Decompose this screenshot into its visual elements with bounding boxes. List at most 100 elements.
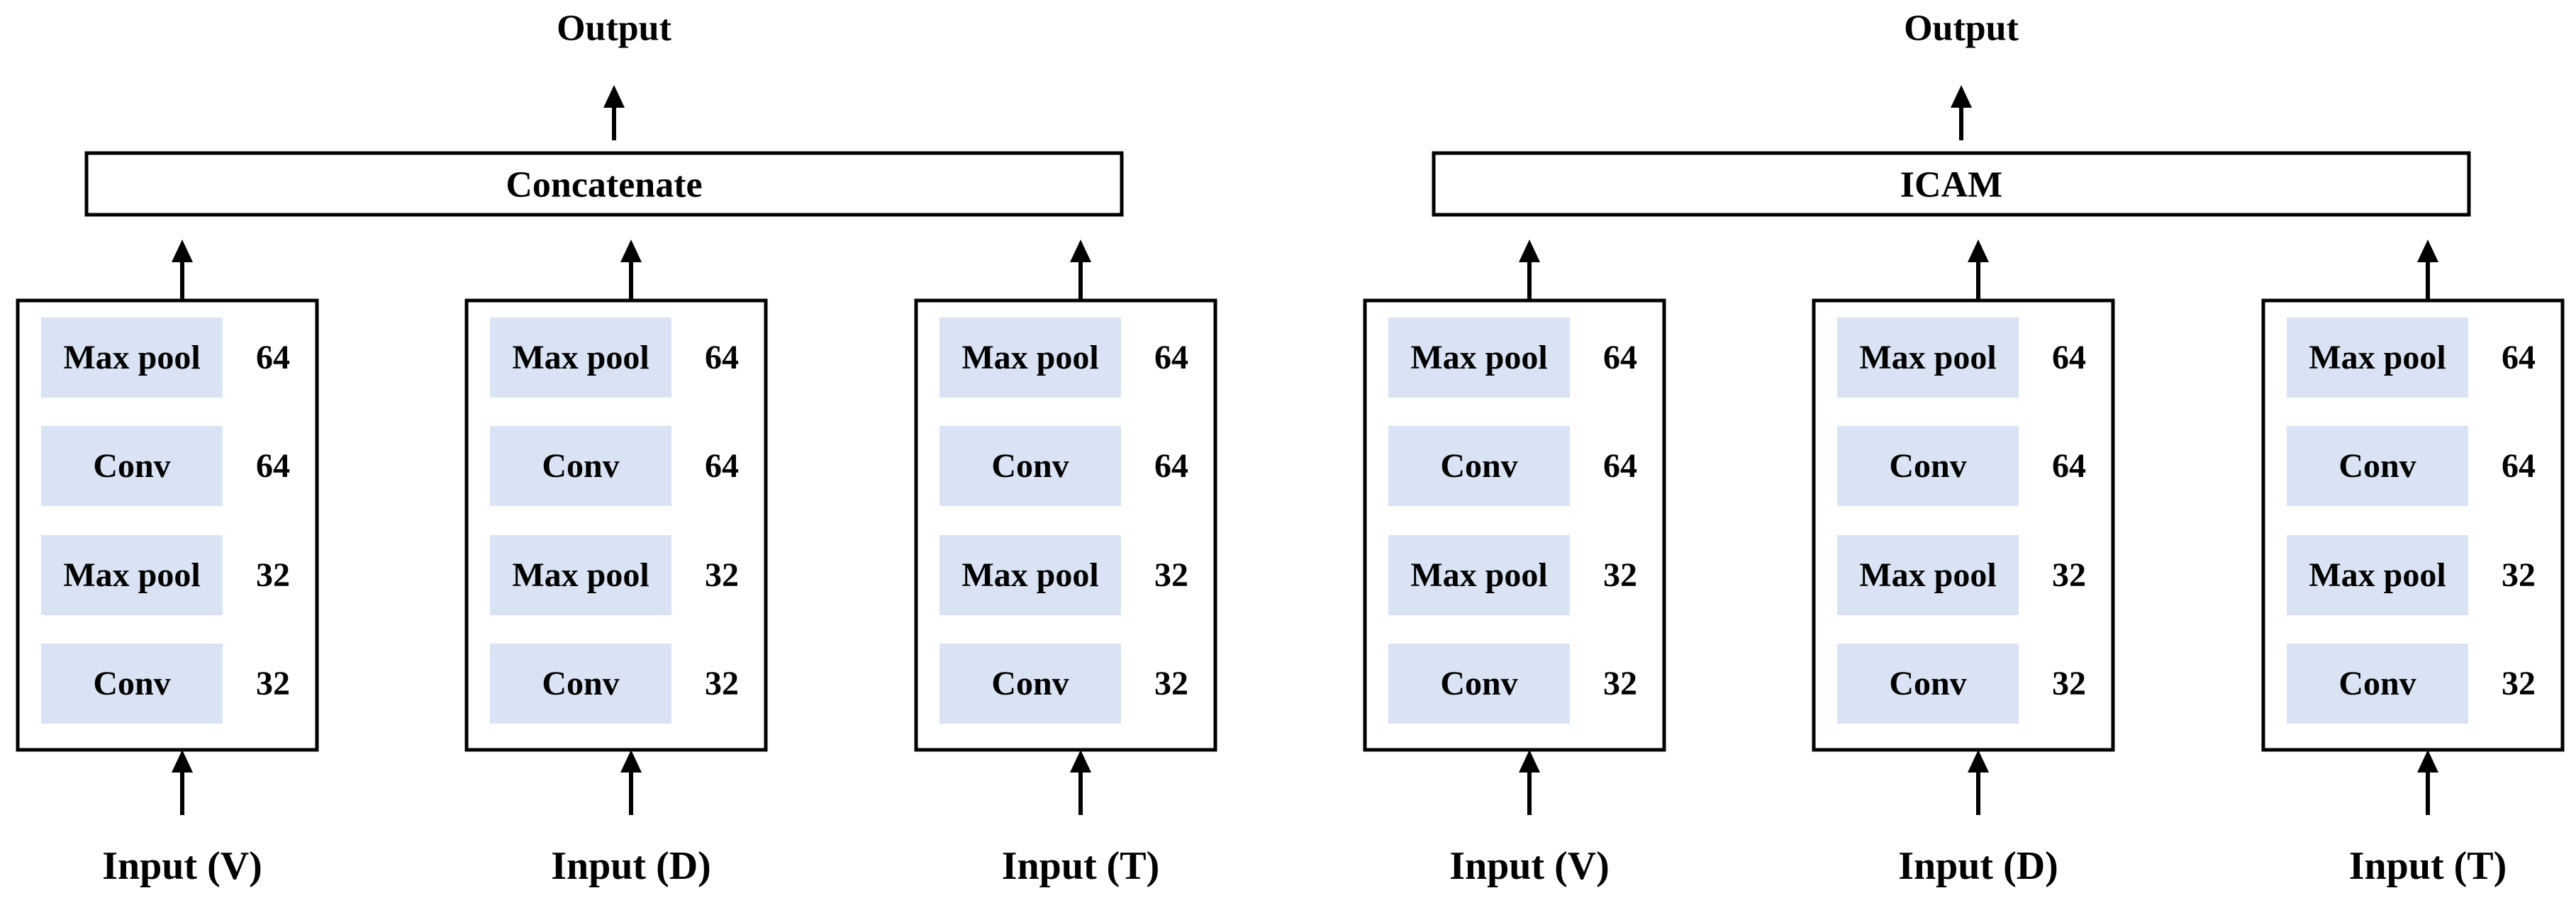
layer-cell [1837, 426, 2019, 506]
layer-name: Max pool [1410, 339, 1547, 376]
output-label: Output [1904, 9, 2019, 49]
branch-output-arrow [620, 240, 642, 300]
layer-cell [939, 644, 1121, 724]
output-arrow [1951, 85, 1972, 140]
layer-name: Conv [542, 665, 619, 702]
layer-name: Max pool [63, 339, 200, 376]
input-label: Input (V) [102, 844, 262, 888]
layer-cell [490, 644, 671, 724]
layer-size: 32 [1154, 665, 1188, 702]
layer-size: 32 [2502, 665, 2536, 702]
layer-cell [2287, 426, 2468, 506]
layer-cell [939, 318, 1121, 398]
layer-cell [2287, 535, 2468, 615]
branch-output-arrow [1070, 240, 1091, 300]
input-arrow [1968, 750, 1989, 815]
layer-name: Max pool [512, 556, 649, 594]
layer-size: 64 [705, 339, 739, 376]
layer-size: 64 [1154, 447, 1188, 485]
layer-size: 64 [1603, 339, 1637, 376]
layer-name: Conv [991, 447, 1069, 485]
layer-cell [1388, 426, 1570, 506]
layer-cell [490, 318, 671, 398]
layer-cell [41, 535, 223, 615]
input-label: Input (T) [1002, 844, 1160, 888]
layer-cell [1837, 535, 2019, 615]
layer-cell [1388, 644, 1570, 724]
layer-size: 64 [1603, 447, 1637, 485]
layer-cell [490, 426, 671, 506]
layer-size: 32 [1603, 556, 1637, 594]
branch-output-arrow [1519, 240, 1540, 300]
layer-name: Conv [93, 447, 170, 485]
layer-name: Max pool [63, 556, 200, 594]
layer-cell [1837, 644, 2019, 724]
input-arrow [172, 750, 193, 815]
layer-name: Max pool [961, 556, 1098, 594]
layer-name: Max pool [1859, 339, 1996, 376]
layer-size: 64 [1154, 339, 1188, 376]
layer-name: Conv [2338, 447, 2416, 485]
layer-name: Max pool [2309, 556, 2446, 594]
layer-size: 32 [256, 556, 290, 594]
input-arrow [1070, 750, 1091, 815]
input-label: Input (D) [1898, 844, 2058, 888]
layer-cell [41, 318, 223, 398]
branch-output-arrow [172, 240, 193, 300]
layer-name: Conv [1889, 665, 1966, 702]
input-arrow [620, 750, 642, 815]
layer-size: 32 [705, 556, 739, 594]
fusion-box [84, 151, 1124, 217]
branch-output-arrow [1968, 240, 1989, 300]
layer-name: Conv [1440, 447, 1517, 485]
input-arrow [1519, 750, 1540, 815]
layer-name: Conv [1440, 665, 1517, 702]
branch-output-arrow [2417, 240, 2438, 300]
layer-cell [1837, 318, 2019, 398]
input-label: Input (V) [1449, 844, 1610, 888]
layer-name: Conv [1889, 447, 1966, 485]
layer-cell [2287, 644, 2468, 724]
fusion-label: Concatenate [506, 165, 702, 206]
layer-cell [490, 535, 671, 615]
layer-size: 64 [2502, 447, 2536, 485]
layer-name: Conv [991, 665, 1069, 702]
layer-name: Conv [542, 447, 619, 485]
layer-cell [2287, 318, 2468, 398]
layer-size: 64 [2052, 447, 2086, 485]
output-label: Output [557, 9, 672, 49]
input-label: Input (D) [551, 844, 711, 888]
layer-size: 64 [2502, 339, 2536, 376]
fusion-label: ICAM [1900, 165, 2002, 206]
layer-name: Conv [93, 665, 170, 702]
layer-size: 32 [2052, 556, 2086, 594]
layer-name: Conv [2338, 665, 2416, 702]
layer-name: Max pool [512, 339, 649, 376]
input-label: Input (T) [2349, 844, 2507, 888]
output-arrow [603, 85, 625, 140]
layer-size: 32 [1154, 556, 1188, 594]
layer-size: 32 [2502, 556, 2536, 594]
layer-cell [41, 426, 223, 506]
layer-cell [1388, 535, 1570, 615]
layer-cell [41, 644, 223, 724]
layer-size: 32 [1603, 665, 1637, 702]
layer-size: 64 [705, 447, 739, 485]
layer-size: 64 [2052, 339, 2086, 376]
layer-name: Max pool [1859, 556, 1996, 594]
layer-cell [939, 426, 1121, 506]
layer-size: 32 [2052, 665, 2086, 702]
layer-name: Max pool [2309, 339, 2446, 376]
layer-size: 32 [256, 665, 290, 702]
layer-size: 64 [256, 447, 290, 485]
layer-size: 32 [705, 665, 739, 702]
